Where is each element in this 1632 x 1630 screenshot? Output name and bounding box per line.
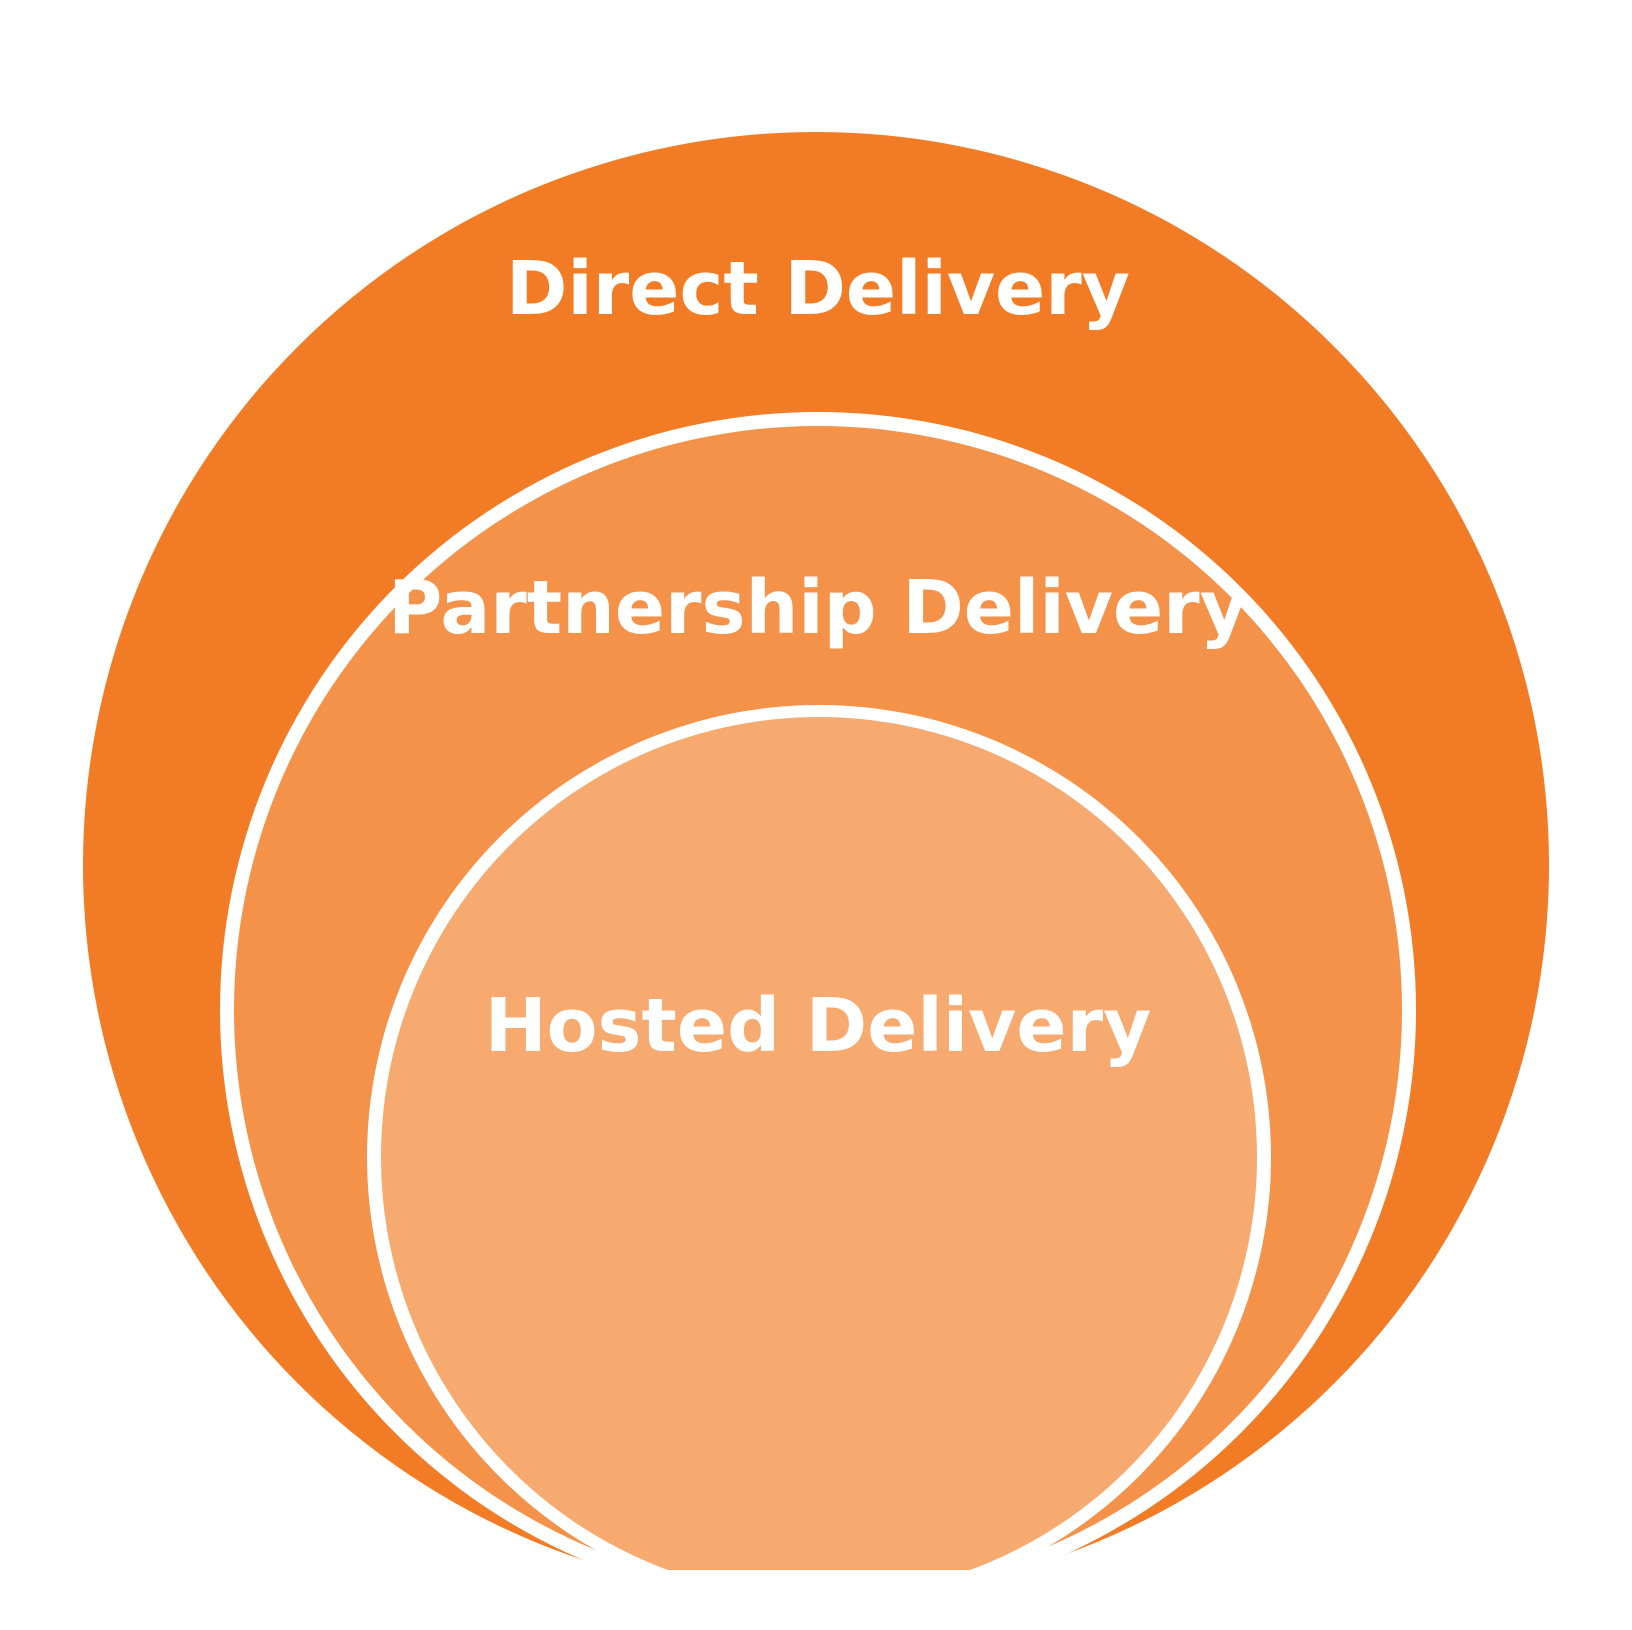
partnership-delivery-label: Partnership Delivery — [388, 565, 1248, 651]
hosted-delivery-circle — [381, 717, 1257, 1570]
direct-delivery-label: Direct Delivery — [506, 246, 1130, 332]
hosted-delivery-label: Hosted Delivery — [485, 983, 1152, 1069]
